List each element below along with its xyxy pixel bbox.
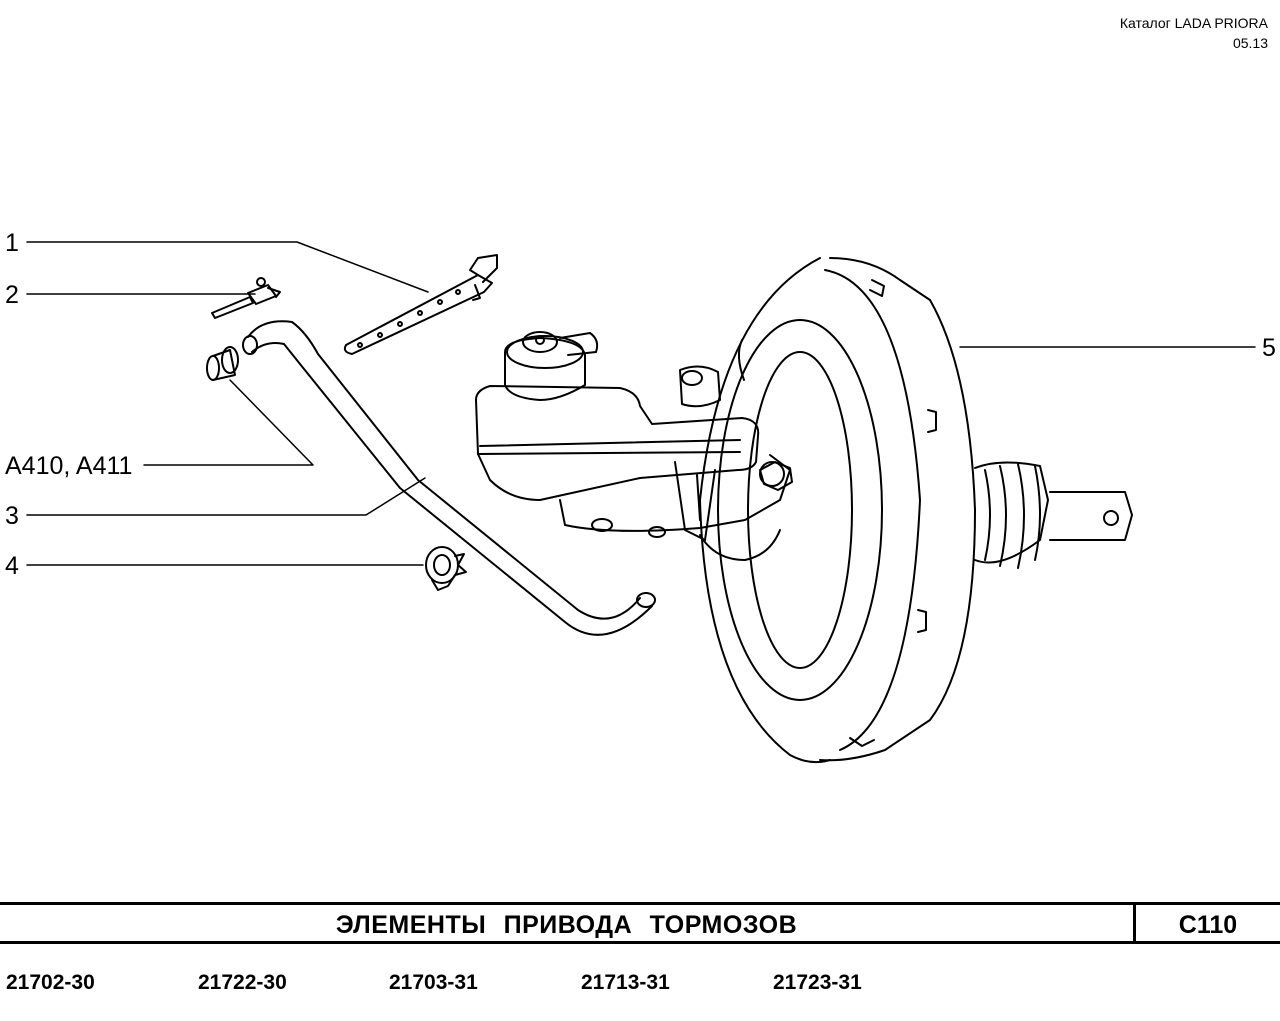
callout-2: 2 bbox=[5, 281, 19, 309]
hose-fitting-a410 bbox=[206, 346, 239, 381]
hose-part-3 bbox=[242, 320, 656, 636]
fitting-part-2 bbox=[211, 277, 281, 319]
master-cylinder bbox=[559, 365, 793, 561]
section-code: C110 bbox=[1178, 911, 1238, 939]
model-code: 21713-31 bbox=[581, 971, 670, 994]
model-code: 21703-31 bbox=[389, 971, 478, 994]
callout-4: 4 bbox=[5, 552, 19, 580]
leader-3 bbox=[26, 477, 426, 516]
fluid-reservoir bbox=[475, 331, 760, 501]
catalog-name: Каталог LADA PRIORA bbox=[1119, 15, 1268, 31]
title-divider bbox=[1133, 902, 1136, 944]
brake-drive-drawing bbox=[26, 241, 1256, 764]
page-title: ЭЛЕМЕНТЫ ПРИВОДА ТОРМОЗОВ bbox=[335, 911, 798, 939]
clip-part-4 bbox=[425, 546, 467, 591]
title-bar: ЭЛЕМЕНТЫ ПРИВОДА ТОРМОЗОВ C110 bbox=[0, 902, 1280, 944]
model-list: 21702-30 21722-30 21703-31 21713-31 2172… bbox=[0, 968, 1280, 998]
leader-1 bbox=[26, 241, 429, 293]
callout-5: 5 bbox=[1262, 334, 1276, 362]
leader-a410 bbox=[143, 379, 314, 466]
model-code: 21702-30 bbox=[6, 971, 95, 994]
vacuum-booster-part-5 bbox=[699, 257, 976, 764]
callout-3: 3 bbox=[5, 502, 19, 530]
callout-a410-a411: A410, A411 bbox=[5, 452, 133, 480]
leader-lines bbox=[26, 241, 1256, 566]
model-code: 21722-30 bbox=[198, 971, 287, 994]
catalog-date: 05.13 bbox=[1232, 35, 1268, 51]
catalog-header: Каталог LADA PRIORA 05.13 bbox=[1120, 13, 1268, 53]
callout-1: 1 bbox=[5, 229, 19, 257]
model-code: 21723-31 bbox=[773, 971, 862, 994]
pushrod-boot bbox=[974, 461, 1133, 569]
clamp-strap-part-1 bbox=[343, 254, 498, 355]
